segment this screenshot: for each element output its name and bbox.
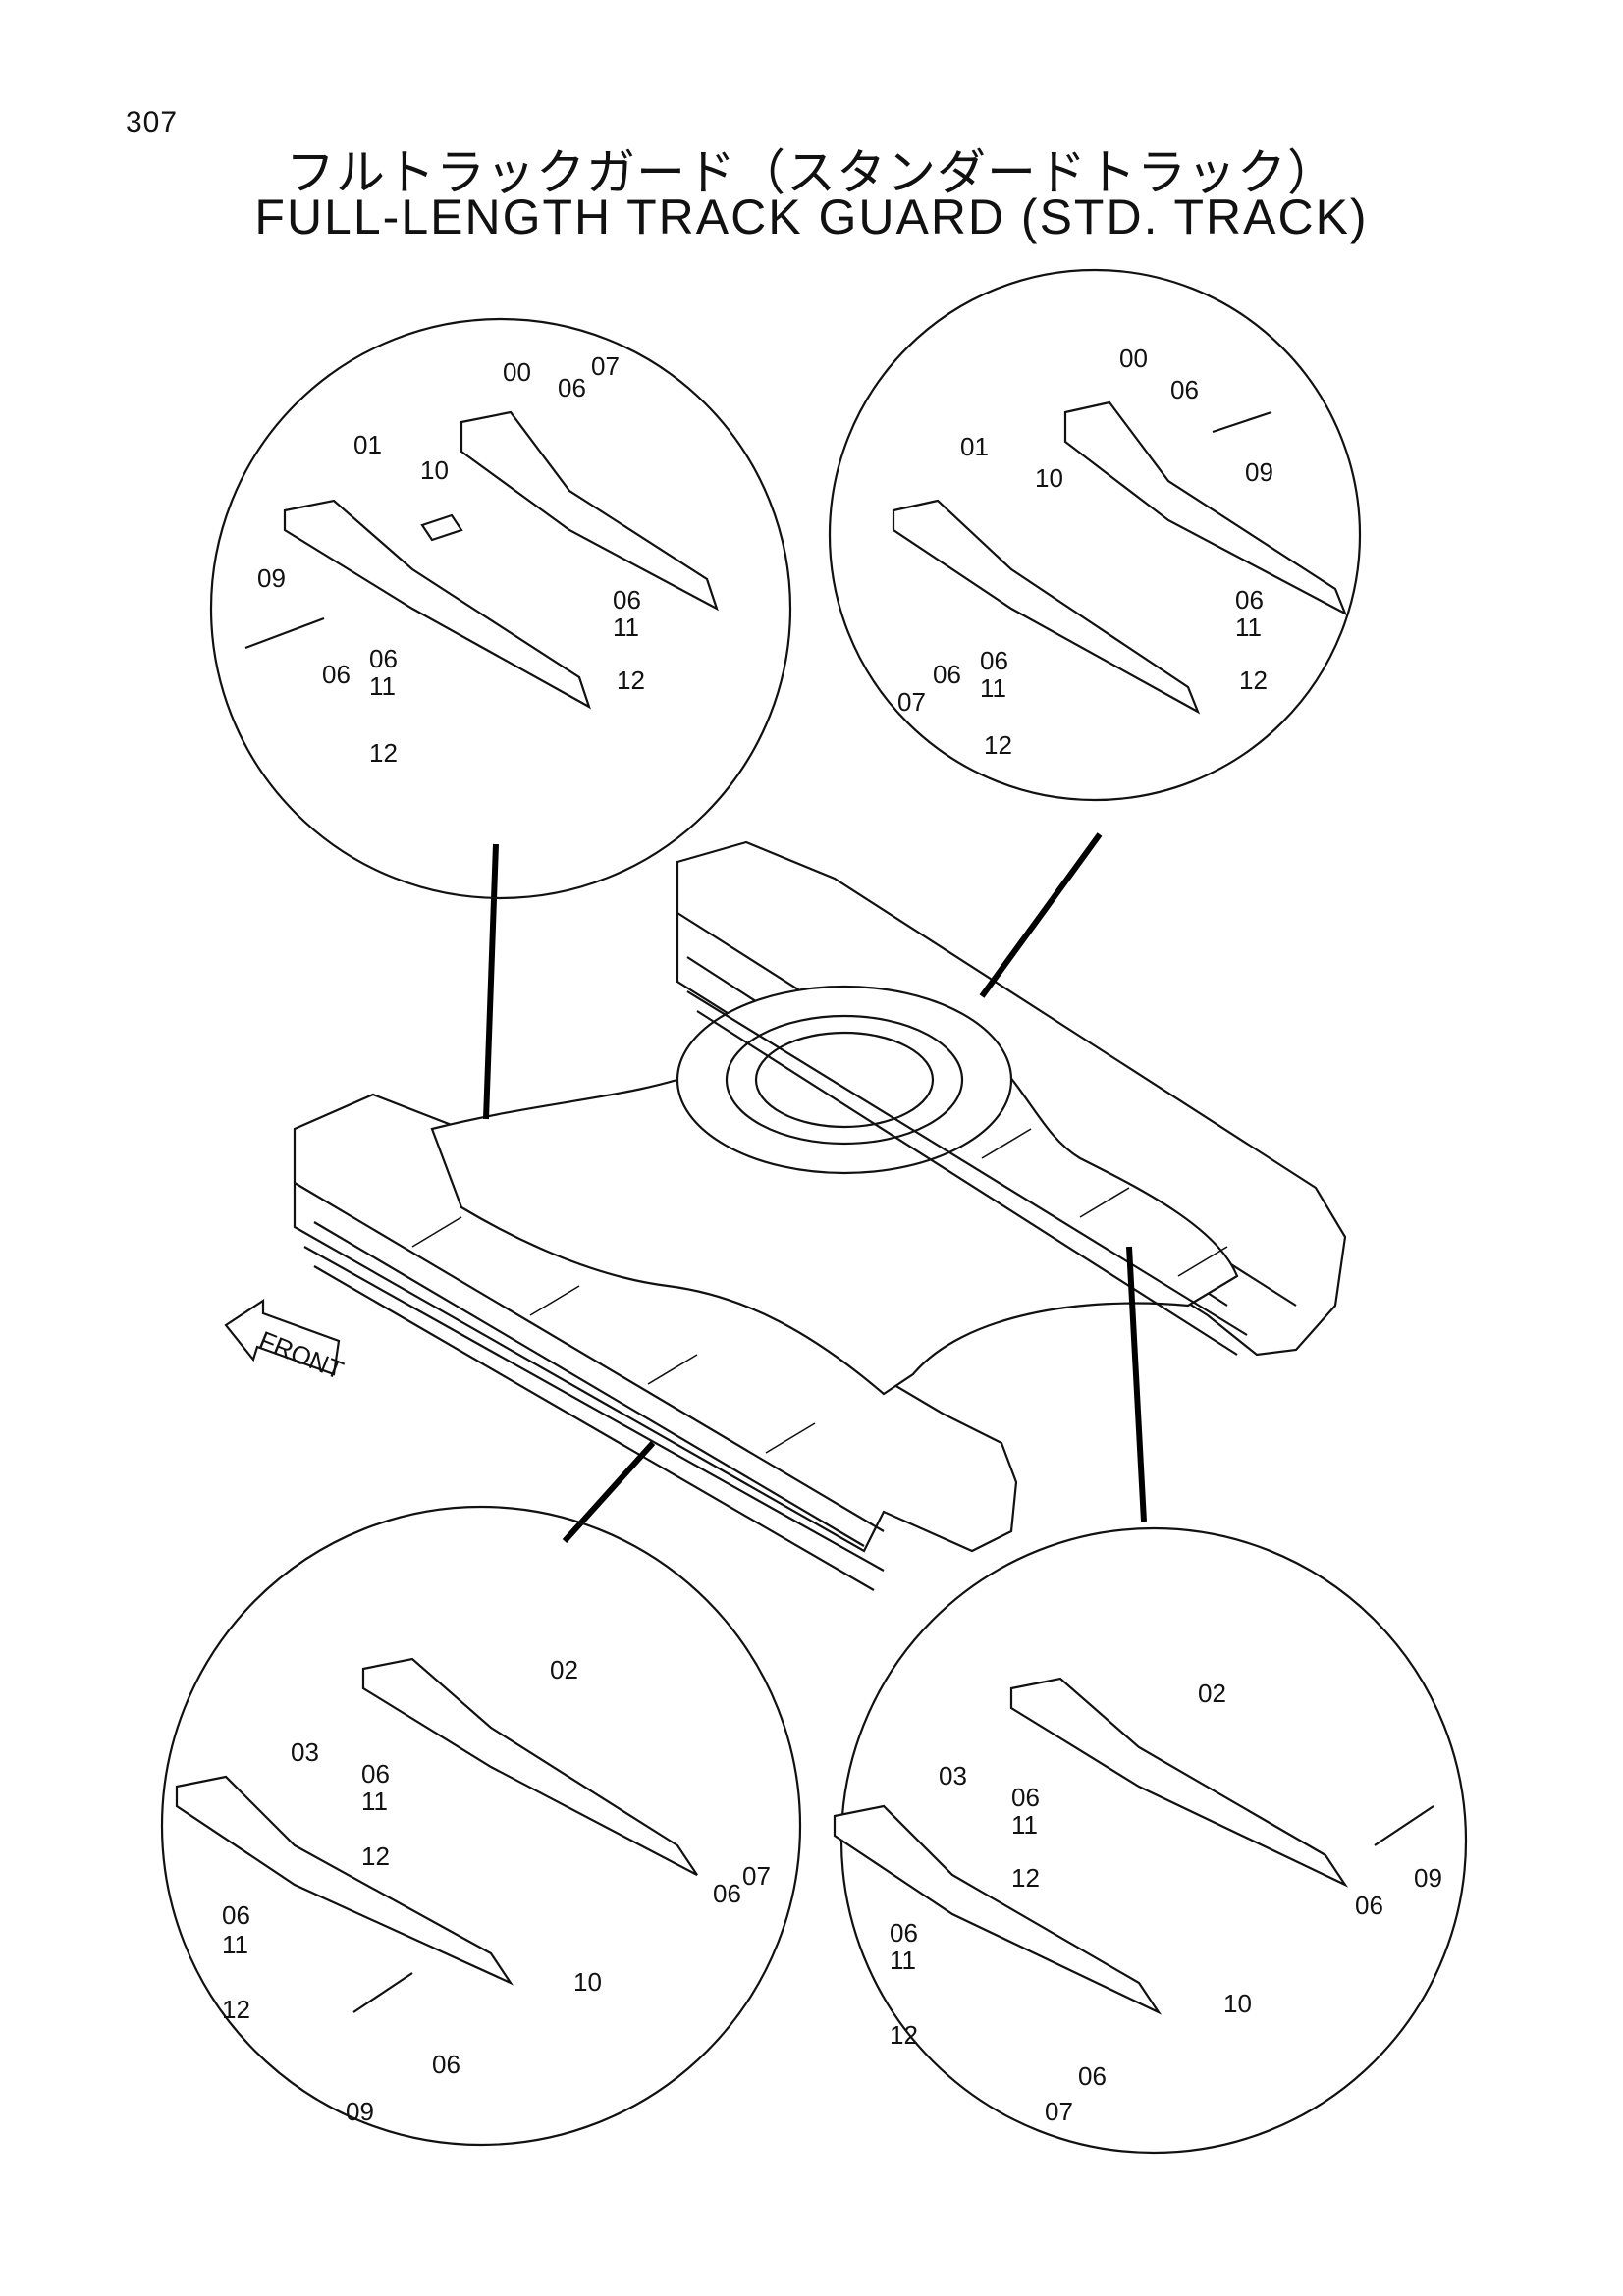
part-label: 03: [291, 1737, 319, 1767]
part-label: 06: [1011, 1783, 1040, 1812]
part-label: 07: [591, 351, 620, 381]
part-label: 00: [1119, 344, 1148, 373]
part-label: 01: [960, 432, 989, 461]
part-label: 12: [369, 738, 398, 768]
part-label: 06: [1355, 1891, 1383, 1920]
part-label: 01: [353, 430, 382, 459]
part-label: 03: [939, 1761, 967, 1790]
part-label: 06: [1170, 375, 1199, 404]
part-label: 06: [713, 1879, 741, 1908]
part-label: 02: [1198, 1679, 1226, 1708]
part-label: 06: [980, 646, 1008, 675]
part-label: 06: [322, 660, 351, 689]
part-label: 09: [257, 563, 286, 593]
part-label: 11: [1235, 613, 1262, 642]
part-label: 06: [369, 644, 398, 673]
part-label: 07: [1045, 2097, 1073, 2126]
part-label: 12: [1011, 1863, 1040, 1893]
part-label: 12: [222, 1995, 250, 2024]
part-label: 11: [613, 613, 639, 642]
part-label: 06: [890, 1918, 918, 1948]
labels-top-right: 00 06 01 10 09 06 11 07 06 06 11 12 12: [897, 344, 1273, 760]
front-arrow-icon: FRONT: [224, 1298, 348, 1385]
part-label: 06: [1078, 2061, 1107, 2091]
part-label: 10: [573, 1967, 602, 1997]
part-label: 12: [984, 730, 1012, 760]
part-label: 12: [617, 666, 645, 695]
part-label: 09: [1245, 457, 1273, 487]
detail-bottom-right: 02 03 06 11 12 09 06 06 11 10 12 07 06: [833, 1526, 1468, 2155]
part-label: 11: [222, 1930, 248, 1959]
detail-top-right: 00 06 01 10 09 06 11 07 06 06 11 12 12: [828, 268, 1362, 802]
part-label: 06: [558, 373, 586, 402]
part-label: 00: [503, 357, 531, 387]
labels-bottom-left: 02 03 06 11 12 06 11 12 06 07 10 06 09: [222, 1655, 771, 2126]
part-label: 06: [933, 660, 961, 689]
part-label: 09: [346, 2097, 374, 2126]
part-label: 09: [1414, 1863, 1442, 1893]
title-japanese: フルトラックガード（スタンダードトラック）: [286, 144, 1337, 201]
part-label: 12: [890, 2020, 918, 2050]
detail-bottom-left: 02 03 06 11 12 06 11 12 06 07 10 06 09: [160, 1505, 802, 2147]
part-label: 10: [1223, 1989, 1252, 2018]
undercarriage-assembly: [293, 832, 1347, 1591]
page-number: 307: [126, 106, 179, 138]
part-label: 10: [420, 455, 449, 485]
labels-top-left: 00 07 06 01 10 09 06 06 11 06 11 12 12: [257, 351, 645, 768]
part-label: 11: [361, 1787, 388, 1816]
part-label: 07: [897, 687, 926, 717]
labels-bottom-right: 02 03 06 11 12 09 06 06 11 10 12 07 06: [890, 1679, 1442, 2126]
part-label: 11: [890, 1946, 916, 1975]
part-label: 06: [1235, 585, 1264, 614]
part-label: 06: [361, 1759, 390, 1789]
part-label: 12: [1239, 666, 1268, 695]
part-label: 02: [550, 1655, 578, 1684]
title-english: FULL-LENGTH TRACK GUARD (STD. TRACK): [254, 189, 1369, 244]
part-label: 11: [980, 673, 1006, 703]
part-label: 11: [369, 671, 396, 701]
part-label: 07: [742, 1861, 771, 1891]
part-label: 06: [432, 2050, 460, 2079]
part-label: 06: [613, 585, 641, 614]
part-label: 06: [222, 1900, 250, 1930]
part-label: 11: [1011, 1810, 1038, 1840]
detail-top-left: 00 07 06 01 10 09 06 06 11 06 11 12 12: [209, 317, 792, 900]
part-label: 12: [361, 1842, 390, 1871]
part-label: 10: [1035, 463, 1063, 493]
